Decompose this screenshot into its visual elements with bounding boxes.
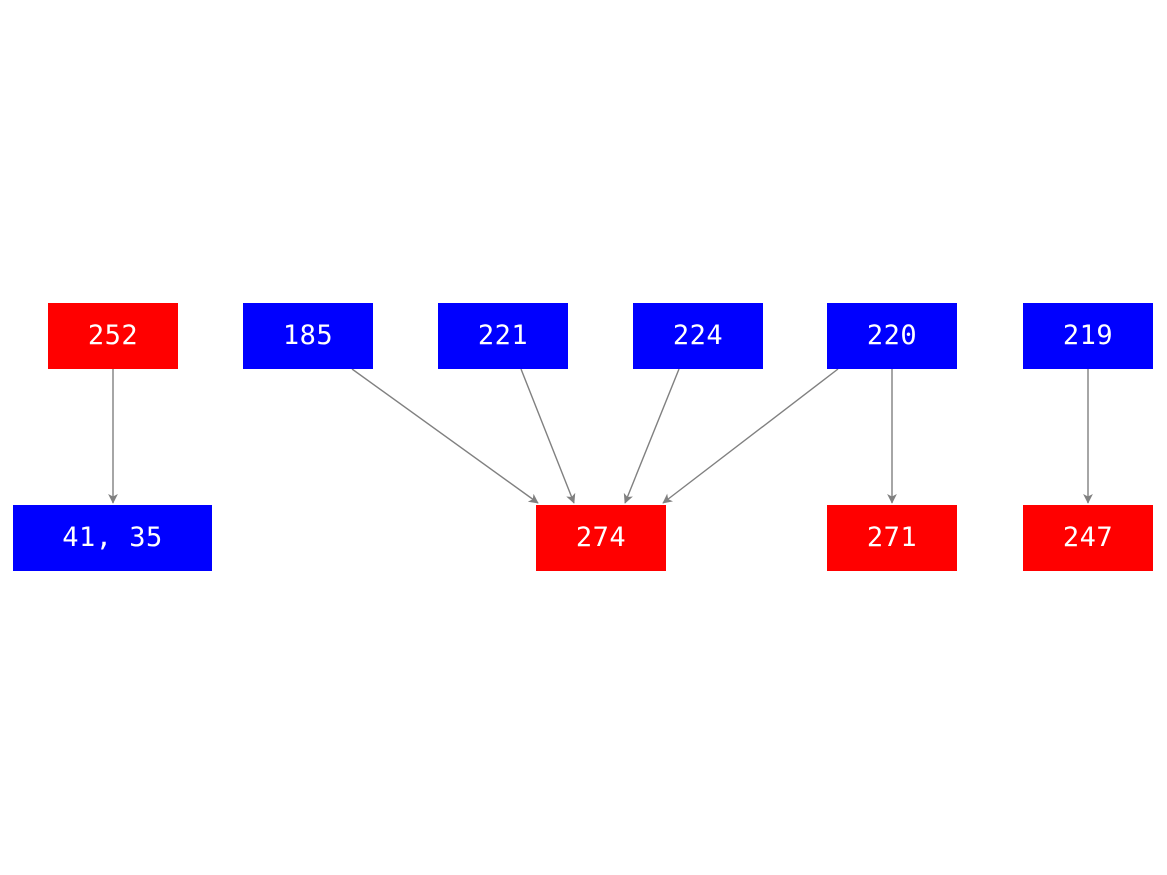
node-n185[interactable]: 185: [243, 303, 373, 369]
node-label: 185: [282, 319, 334, 351]
node-n247[interactable]: 247: [1023, 505, 1153, 571]
node-label: 221: [477, 319, 529, 351]
node-label: 224: [672, 319, 724, 351]
node-label: 219: [1062, 319, 1114, 351]
node-n219[interactable]: 219: [1023, 303, 1153, 369]
node-label: 274: [575, 521, 627, 553]
node-n221[interactable]: 221: [438, 303, 568, 369]
node-n274[interactable]: 274: [536, 505, 666, 571]
edge-n220-to-n274: [662, 368, 839, 504]
node-label: 41, 35: [62, 521, 163, 553]
node-label: 247: [1062, 521, 1114, 553]
node-n271[interactable]: 271: [827, 505, 957, 571]
node-n4135[interactable]: 41, 35: [13, 505, 212, 571]
node-label: 271: [866, 521, 918, 553]
edge-n221-to-n274: [520, 368, 576, 504]
node-label: 220: [866, 319, 918, 351]
node-n220[interactable]: 220: [827, 303, 957, 369]
node-n252[interactable]: 252: [48, 303, 178, 369]
edge-n224-to-n274: [623, 368, 680, 504]
edges-group: [108, 368, 1093, 504]
node-label: 252: [87, 319, 139, 351]
edge-n185-to-n274: [351, 368, 539, 504]
node-n224[interactable]: 224: [633, 303, 763, 369]
